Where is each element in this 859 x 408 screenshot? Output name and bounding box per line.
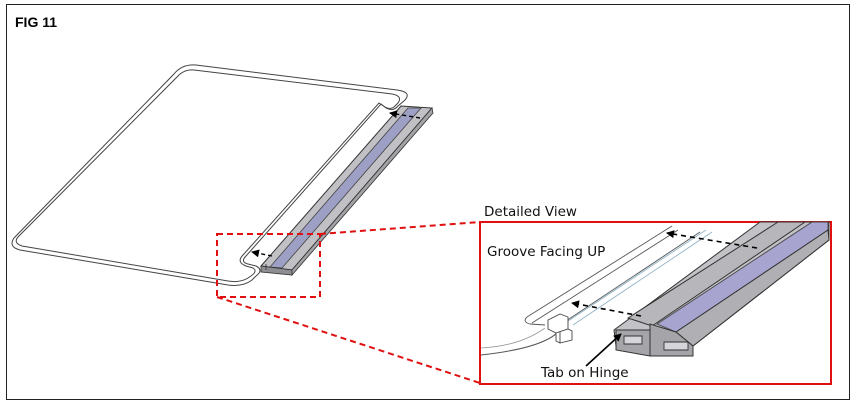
detail-view-arrows	[571, 230, 758, 317]
panel-outline	[11, 64, 408, 286]
main-view-arrows	[251, 110, 421, 258]
hinge-strip	[260, 105, 434, 277]
detail-drawing	[480, 221, 830, 357]
figure-label: FIG 11	[15, 14, 58, 30]
groove-facing-up-label: Groove Facing UP	[487, 244, 606, 260]
detailed-view-label: Detailed View	[484, 204, 577, 220]
detail-connector-lines	[216, 221, 481, 384]
detail-source-box	[216, 233, 321, 298]
tab-arrow	[585, 333, 622, 367]
tab-on-hinge-label: Tab on Hinge	[541, 365, 629, 381]
figure-frame	[6, 4, 850, 400]
